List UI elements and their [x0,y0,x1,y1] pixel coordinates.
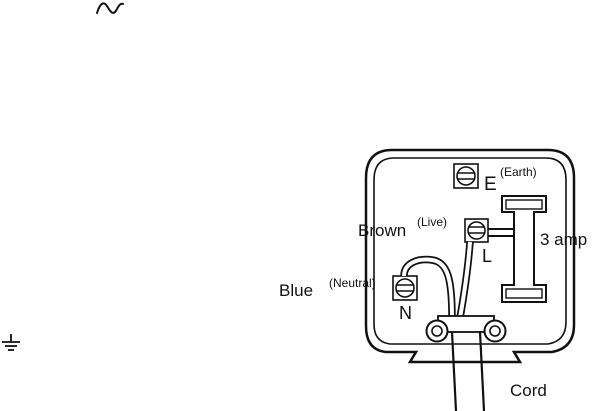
blue-label: Blue [279,281,313,300]
fuse-rating-label: 3 amp [540,230,587,249]
neutral-sup: (Neutral) [329,276,376,290]
earth-letter: E [484,174,497,195]
earth-sup: (Earth) [500,165,537,179]
live-terminal [465,219,488,242]
neutral-terminal [393,276,417,300]
brown-label: Brown [358,221,406,240]
live-letter: L [482,246,492,266]
cord-label: Cord [510,381,547,400]
earth-ground-icon [2,334,20,350]
neutral-letter: N [399,303,412,323]
live-sup: (Live) [417,215,447,229]
earth-terminal [454,164,478,188]
ac-tilde-icon [97,3,123,13]
